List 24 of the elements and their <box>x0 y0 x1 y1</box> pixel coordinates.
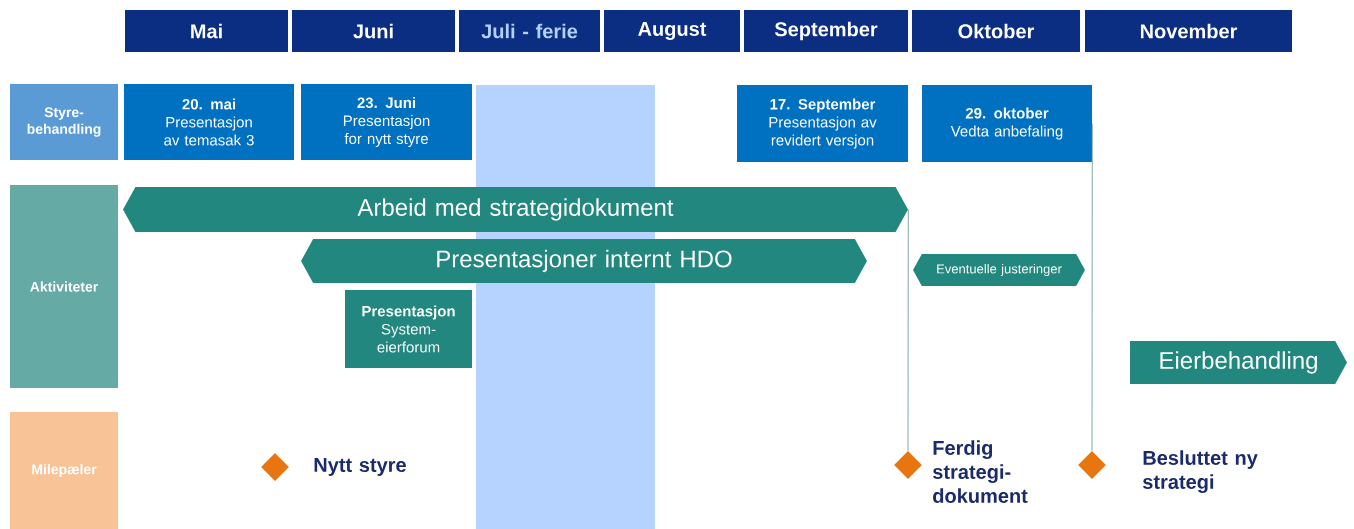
row-label: Styre-behandling <box>10 84 118 160</box>
activity-bar: Eierbehandling <box>1130 341 1347 384</box>
month-header: September <box>744 10 908 52</box>
row-label: Aktiviteter <box>10 185 118 388</box>
activity-bar: Eventuelle justeringer <box>913 254 1085 286</box>
month-header: Juli - ferie <box>459 10 600 52</box>
connector-line <box>1091 123 1093 452</box>
event-box: 23. Juni Presentasjon for nytt styre <box>301 84 472 160</box>
activity-box: Presentasjon System-eierforum <box>345 290 472 368</box>
month-header: August <box>604 10 740 52</box>
node-label: Besluttet ny strategi <box>1142 450 1258 494</box>
month-header: November <box>1085 10 1292 52</box>
month-header: Mai <box>125 10 288 52</box>
connector-line <box>907 209 909 452</box>
event-box: 29. oktober Vedta anbefaling <box>922 85 1092 162</box>
month-header: Oktober <box>912 10 1080 52</box>
row-label: Milepæler <box>10 412 118 529</box>
node-label: Ferdig strategi-dokument <box>932 440 1028 503</box>
event-box: 17. September Presentasjon av revidert versjon <box>737 85 908 162</box>
month-header: Juni <box>292 10 455 52</box>
activity-bar: Arbeid med strategidokument <box>123 187 908 232</box>
event-box: 20. mai Presentasjon av temasak 3 <box>124 84 294 160</box>
activity-bar: Presentasjoner internt HDO <box>301 239 867 283</box>
node-label: Nytt styre <box>314 458 406 476</box>
